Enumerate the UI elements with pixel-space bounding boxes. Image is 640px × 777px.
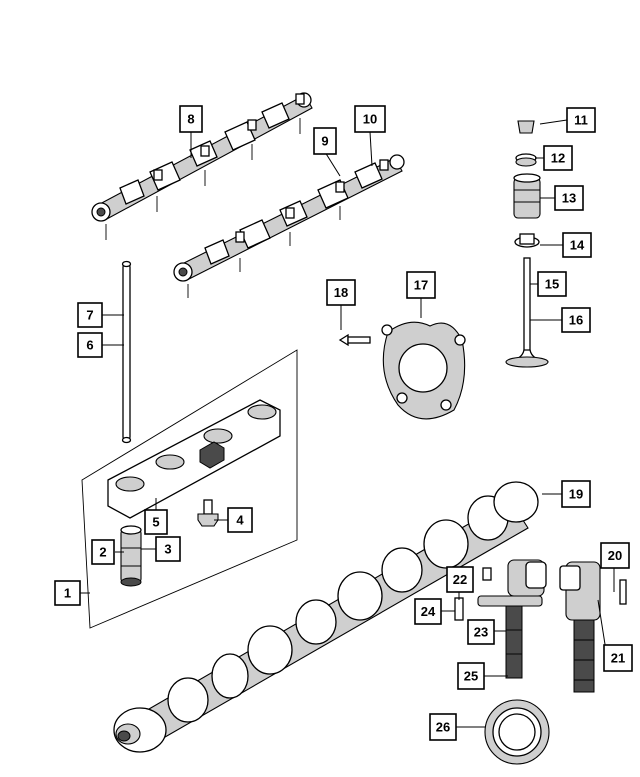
- callout-20: 20: [600, 542, 630, 569]
- callout-9: 9: [313, 127, 337, 155]
- svg-text:21: 21: [611, 651, 625, 666]
- svg-text:24: 24: [421, 604, 436, 619]
- callout-5: 5: [144, 509, 168, 535]
- callout-21: 21: [603, 644, 633, 672]
- solenoid-valve: [559, 561, 627, 693]
- svg-text:8: 8: [187, 112, 194, 127]
- svg-text:14: 14: [570, 238, 585, 253]
- valve-stack: [505, 120, 549, 368]
- camshaft: [113, 481, 539, 753]
- svg-text:25: 25: [464, 669, 478, 684]
- callout-8: 8: [179, 105, 203, 133]
- lifter-guide: [107, 399, 281, 519]
- callout-23: 23: [467, 619, 495, 645]
- seal-ring: [484, 699, 550, 765]
- svg-text:4: 4: [236, 513, 244, 528]
- lifter-group-outline: [81, 349, 298, 629]
- callout-16: 16: [561, 307, 591, 333]
- callout-13: 13: [554, 185, 584, 211]
- svg-text:19: 19: [569, 487, 583, 502]
- push-rod: [121, 260, 132, 444]
- callout-14: 14: [562, 232, 592, 258]
- svg-text:23: 23: [474, 625, 488, 640]
- svg-text:26: 26: [436, 720, 450, 735]
- rocker-shaft-lower: [173, 154, 405, 298]
- leader-lines: [80, 119, 615, 728]
- hydraulic-lifter: [120, 525, 142, 587]
- callout-19: 19: [561, 480, 591, 508]
- callout-24: 24: [414, 598, 442, 625]
- svg-text:17: 17: [414, 278, 428, 293]
- position-sensor: [454, 559, 547, 679]
- callout-7: 7: [77, 302, 103, 328]
- callout-1: 1: [54, 580, 81, 606]
- callout-2: 2: [91, 539, 115, 565]
- svg-text:3: 3: [164, 542, 171, 557]
- callout-22: 22: [446, 566, 474, 593]
- callout-6: 6: [77, 332, 103, 358]
- cover-plate: [381, 321, 466, 420]
- callout-25: 25: [457, 662, 485, 690]
- svg-text:7: 7: [86, 308, 93, 323]
- svg-text:18: 18: [334, 285, 348, 300]
- svg-text:1: 1: [64, 586, 71, 601]
- svg-text:20: 20: [608, 548, 622, 563]
- svg-text:6: 6: [86, 338, 93, 353]
- rocker-shaft-upper: [91, 92, 313, 240]
- svg-text:9: 9: [321, 134, 328, 149]
- svg-text:2: 2: [99, 545, 106, 560]
- callout-4: 4: [227, 507, 253, 533]
- callout-17: 17: [406, 271, 436, 299]
- callout-26: 26: [429, 713, 457, 741]
- svg-text:10: 10: [363, 112, 377, 127]
- svg-text:16: 16: [569, 313, 583, 328]
- callout-15: 15: [537, 271, 567, 297]
- svg-text:15: 15: [545, 277, 559, 292]
- guide-bolt: [197, 499, 219, 527]
- svg-text:5: 5: [152, 515, 159, 530]
- svg-text:12: 12: [551, 151, 565, 166]
- svg-text:22: 22: [453, 572, 467, 587]
- callout-12: 12: [543, 145, 573, 171]
- svg-text:13: 13: [562, 191, 576, 206]
- callout-3: 3: [155, 536, 181, 562]
- callout-18: 18: [326, 279, 356, 306]
- cover-screw: [338, 333, 371, 347]
- svg-text:11: 11: [574, 113, 588, 128]
- callout-10: 10: [354, 105, 386, 133]
- callout-11: 11: [566, 107, 596, 133]
